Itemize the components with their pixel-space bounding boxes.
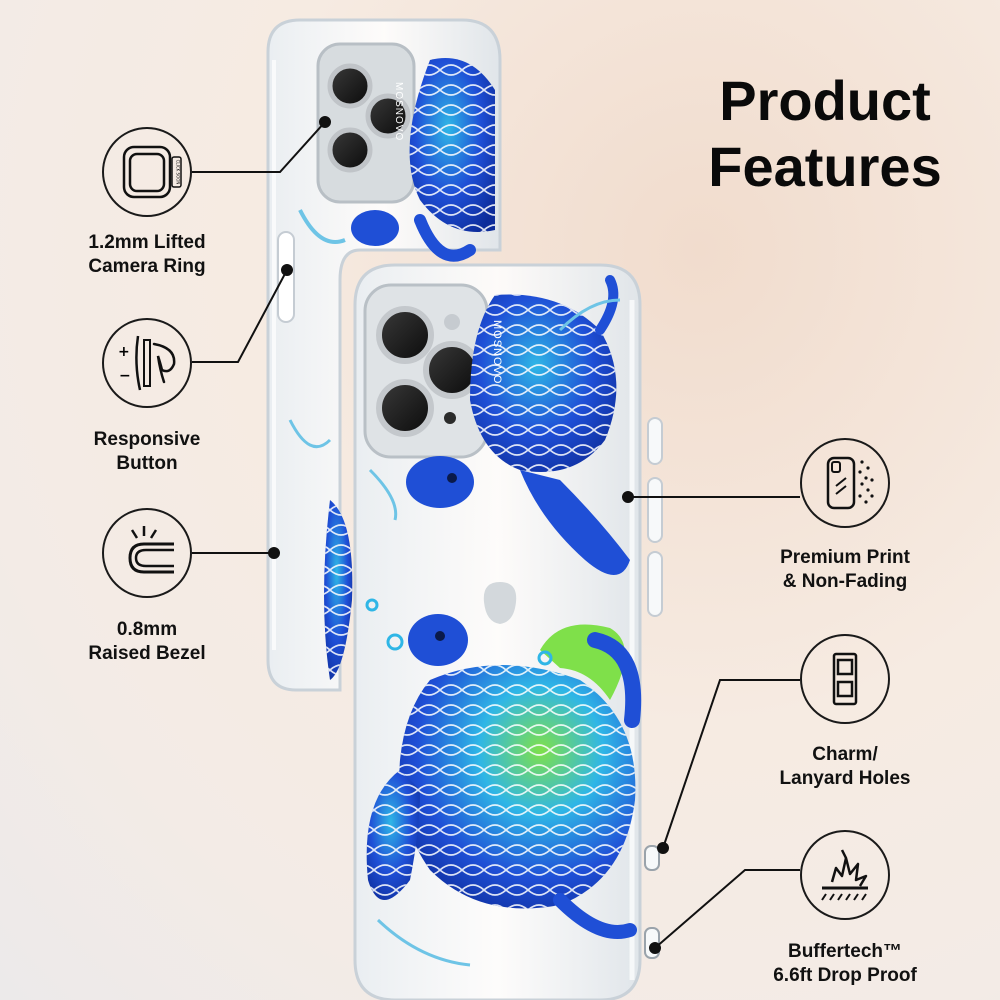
phone-print-icon <box>800 438 890 528</box>
turtle-front-top <box>406 275 630 575</box>
brand-mark-front: MOSNOVO <box>491 320 503 385</box>
feature-responsive-button-label: Responsive Button <box>93 429 201 474</box>
turtle-back-top <box>351 58 495 262</box>
svg-text:+: + <box>118 344 130 360</box>
impact-shield-icon <box>800 830 890 920</box>
button-press-icon: + − <box>102 318 192 408</box>
lanyard-hole-icon <box>800 634 890 724</box>
phone-case-front <box>353 263 663 1000</box>
lanyard-hole <box>644 845 660 871</box>
feature-drop-proof-label: Buffertech™ 6.6ft Drop Proof <box>773 941 917 986</box>
feature-lanyard-holes-label: Charm/ Lanyard Holes <box>779 744 911 789</box>
headline: Product Features <box>655 68 995 200</box>
side-button <box>277 231 295 323</box>
brand-mark-back: MOSNOVO <box>393 82 404 142</box>
raised-bezel-icon <box>102 508 192 598</box>
svg-text:−: − <box>119 368 131 384</box>
headline-line1: Product <box>719 69 931 132</box>
phone-case-back <box>266 18 502 692</box>
feature-premium-print-label: Premium Print & Non-Fading <box>780 547 910 592</box>
feature-raised-bezel-label: 0.8mm Raised Bezel <box>88 619 206 664</box>
feature-camera-ring-label: 1.2mm Lifted Camera Ring <box>88 232 206 277</box>
camera-ring-icon: CLICK SOON <box>102 127 192 217</box>
svg-text:CLICK SOON: CLICK SOON <box>176 160 181 185</box>
logo-mark <box>483 582 517 624</box>
turtle-front-bottom <box>366 614 642 939</box>
turtle-back-bottom <box>324 500 353 680</box>
headline-line2: Features <box>708 135 942 198</box>
